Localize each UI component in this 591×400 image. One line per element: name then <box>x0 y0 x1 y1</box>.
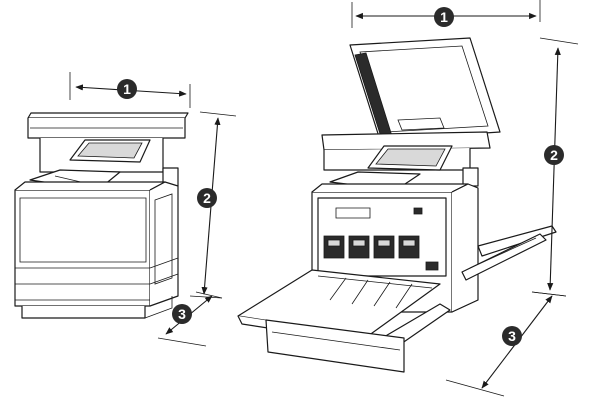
callout-depth-label: 3 <box>508 328 516 344</box>
callout-height-label: 2 <box>550 147 558 163</box>
callout-height-label: 2 <box>203 190 211 206</box>
callout-depth-left: 3 <box>172 304 192 324</box>
callout-height-right: 2 <box>544 145 564 165</box>
callout-width-left: 1 <box>117 79 137 99</box>
callout-width-right: 1 <box>434 7 454 27</box>
callout-depth-label: 3 <box>178 306 186 322</box>
callout-depth-right: 3 <box>502 326 522 346</box>
callout-width-label: 1 <box>123 81 131 97</box>
printer-open <box>237 37 557 373</box>
printer-closed <box>14 112 189 319</box>
callout-width-label: 1 <box>440 9 448 25</box>
callout-height-left: 2 <box>197 188 217 208</box>
toner-cartridges <box>323 235 420 259</box>
